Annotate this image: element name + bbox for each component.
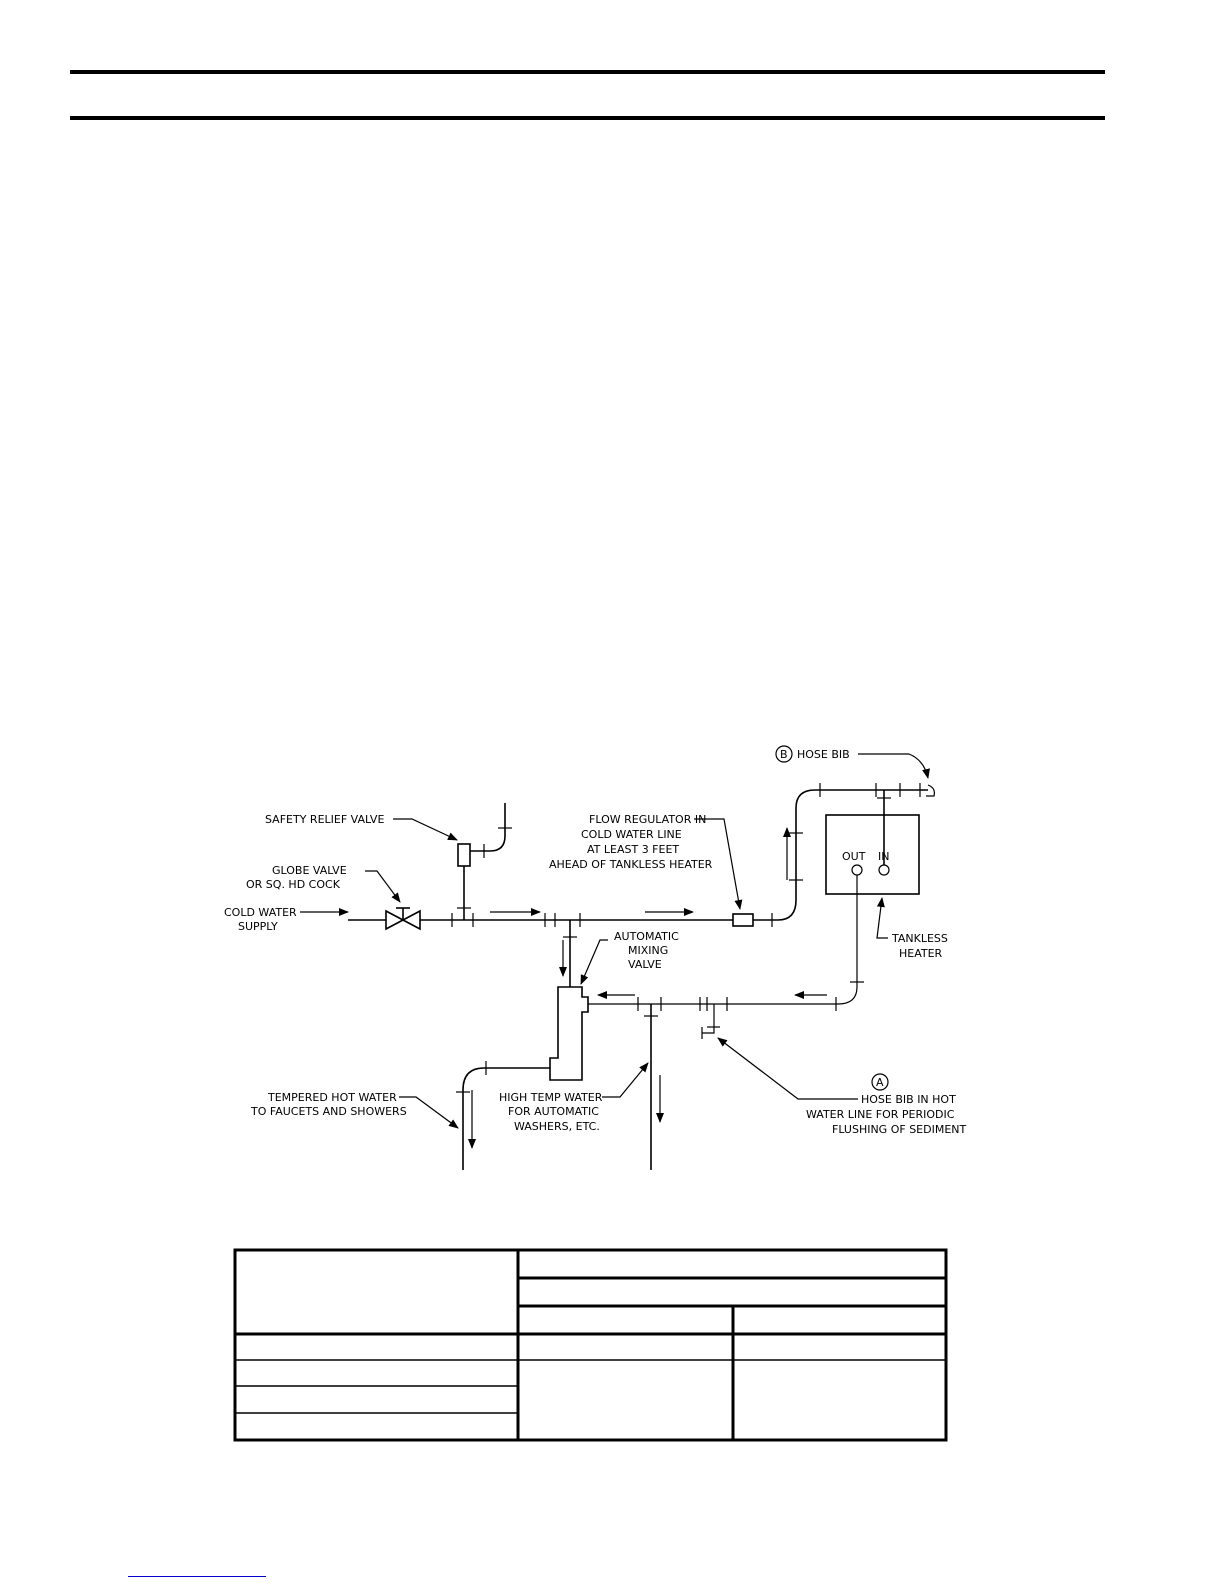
globe-valve-icon (385, 907, 421, 931)
label-hose-bib-a-3: FLUSHING OF SEDIMENT (832, 1123, 967, 1136)
label-cold-water-2: SUPPLY (238, 920, 278, 933)
flow-arrows (468, 827, 827, 1149)
label-hose-bib-a: HOSE BIB IN HOT (861, 1093, 956, 1106)
label-flow-regulator-4: AHEAD OF TANKLESS HEATER (549, 858, 713, 871)
empty-table (233, 1248, 948, 1442)
cold-water-line (348, 783, 935, 927)
label-tempered: TEMPERED HOT WATER (267, 1091, 397, 1104)
heater-out-label: OUT (842, 850, 866, 863)
label-tempered-2: TO FAUCETS AND SHOWERS (250, 1105, 407, 1118)
label-mixing-valve: AUTOMATIC (614, 930, 679, 943)
label-mixing-valve-2: MIXING (628, 944, 668, 957)
marker-b-circle (775, 745, 793, 763)
label-safety-relief-valve: SAFETY RELIEF VALVE (265, 813, 384, 826)
heater-in-label: IN (878, 850, 889, 863)
label-cold-water: COLD WATER (224, 906, 297, 919)
leader-lines (300, 753, 930, 1129)
header-rule-top (70, 70, 1105, 74)
flow-regulator-icon (732, 913, 754, 927)
mixing-valve-assembly (456, 920, 589, 1170)
label-tankless-2: HEATER (899, 947, 943, 960)
footer-link-underline[interactable] (128, 1576, 266, 1577)
marker-b-text: B (780, 748, 788, 761)
label-high-temp-2: FOR AUTOMATIC (508, 1105, 599, 1118)
label-hose-bib-b: HOSE BIB (797, 748, 850, 761)
hot-water-line (588, 875, 864, 1170)
tankless-heater: OUT IN (825, 790, 920, 895)
header-rule-bottom (70, 116, 1105, 120)
label-tankless: TANKLESS (891, 932, 948, 945)
label-flow-regulator: FLOW REGULATOR IN (589, 813, 706, 826)
label-globe-valve: GLOBE VALVE (272, 864, 347, 877)
label-high-temp: HIGH TEMP WATER (499, 1091, 603, 1104)
marker-a-text: A (876, 1076, 884, 1089)
marker-a-circle (871, 1073, 889, 1091)
label-high-temp-3: WASHERS, ETC. (514, 1120, 600, 1133)
label-mixing-valve-3: VALVE (628, 958, 662, 971)
label-hose-bib-a-2: WATER LINE FOR PERIODIC (806, 1108, 955, 1121)
label-flow-regulator-2: COLD WATER LINE (581, 828, 682, 841)
label-globe-valve-2: OR SQ. HD COCK (246, 878, 341, 891)
safety-relief-valve-icon (457, 803, 512, 920)
label-flow-regulator-3: AT LEAST 3 FEET (587, 843, 679, 856)
